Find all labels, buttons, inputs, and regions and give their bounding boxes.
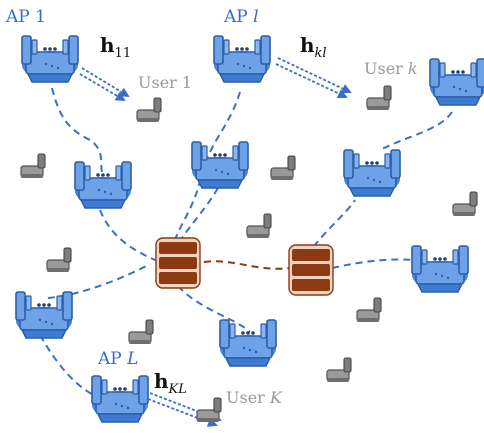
channel-h11-arrow <box>81 67 130 98</box>
user-terminal-icon <box>136 97 162 123</box>
label-ap-l-var: l <box>253 7 258 27</box>
access-point-icon <box>213 35 271 83</box>
label-channel-h11: h11 <box>100 33 131 61</box>
label-ap-1: AP 1 <box>5 7 46 27</box>
user-terminal-icon <box>196 397 222 423</box>
label-ap-L: AP L <box>97 349 138 369</box>
cpu-interconnect <box>203 260 291 270</box>
access-point-icon <box>21 35 79 83</box>
channel-hkl-arrow-2 <box>275 63 348 99</box>
label-user-k-prefix: User <box>364 59 408 78</box>
label-ap-L-prefix: AP <box>97 349 127 369</box>
user-terminal-icon <box>128 319 154 345</box>
label-channel-hkl-base: h <box>300 33 315 57</box>
link-ap2-cpu1 <box>99 209 161 263</box>
link-cpu2-apfarright <box>331 258 416 269</box>
label-ap-l-prefix: AP <box>223 7 253 27</box>
user-terminal-icon <box>356 297 382 323</box>
access-point-icon <box>219 319 277 367</box>
link-ap1-ap2 <box>51 87 103 173</box>
channel-h11-arrow-2 <box>79 73 126 102</box>
label-channel-hKL-base: h <box>154 369 169 393</box>
link-apleft-cpu1 <box>47 263 151 299</box>
label-channel-h11-base: h <box>100 33 115 57</box>
link-apleft-apL <box>39 334 101 399</box>
link-cpu1-apbottom <box>177 285 251 333</box>
user-terminal-icon <box>366 85 392 111</box>
user-terminal-icon <box>246 213 272 239</box>
channel-hkl-arrow <box>277 57 352 94</box>
access-point-icon <box>411 245 469 293</box>
user-terminal-icon <box>452 191 478 217</box>
label-user-K-prefix: User <box>226 388 270 407</box>
label-user-1: User 1 <box>138 73 192 92</box>
user-terminal-icon <box>20 153 46 179</box>
label-channel-hKL: hKL <box>154 369 187 397</box>
label-channel-h11-sub: 11 <box>115 46 132 61</box>
access-point-icon <box>343 149 401 197</box>
label-user-k: User k <box>364 59 418 78</box>
label-channel-hKL-sub: KL <box>168 382 187 397</box>
label-channel-hkl-sub: kl <box>315 46 327 61</box>
label-channel-hkl: hkl <box>300 33 327 61</box>
user-terminal-icon <box>326 357 352 383</box>
cpu-server-icon <box>288 244 334 296</box>
access-point-icon <box>74 161 132 209</box>
user-terminal-icon <box>270 155 296 181</box>
cpu-server-icon <box>155 237 201 289</box>
user-terminal-icon <box>46 247 72 273</box>
label-ap-L-var: L <box>126 349 138 369</box>
label-user-K-var: K <box>269 388 283 407</box>
link-apfar-ap6 <box>379 111 453 151</box>
label-user-k-var: k <box>408 59 418 78</box>
user-terminals <box>20 85 478 423</box>
channel-arrows <box>79 57 352 427</box>
access-point-icon <box>15 291 73 339</box>
access-point-icon <box>191 141 249 189</box>
central-processing-units <box>155 237 334 296</box>
label-user-K: User K <box>226 388 283 407</box>
link-ap4-cpu1 <box>177 187 219 245</box>
label-ap-l: AP l <box>223 7 259 27</box>
access-point-icon <box>91 375 149 423</box>
access-point-icon <box>429 58 484 106</box>
